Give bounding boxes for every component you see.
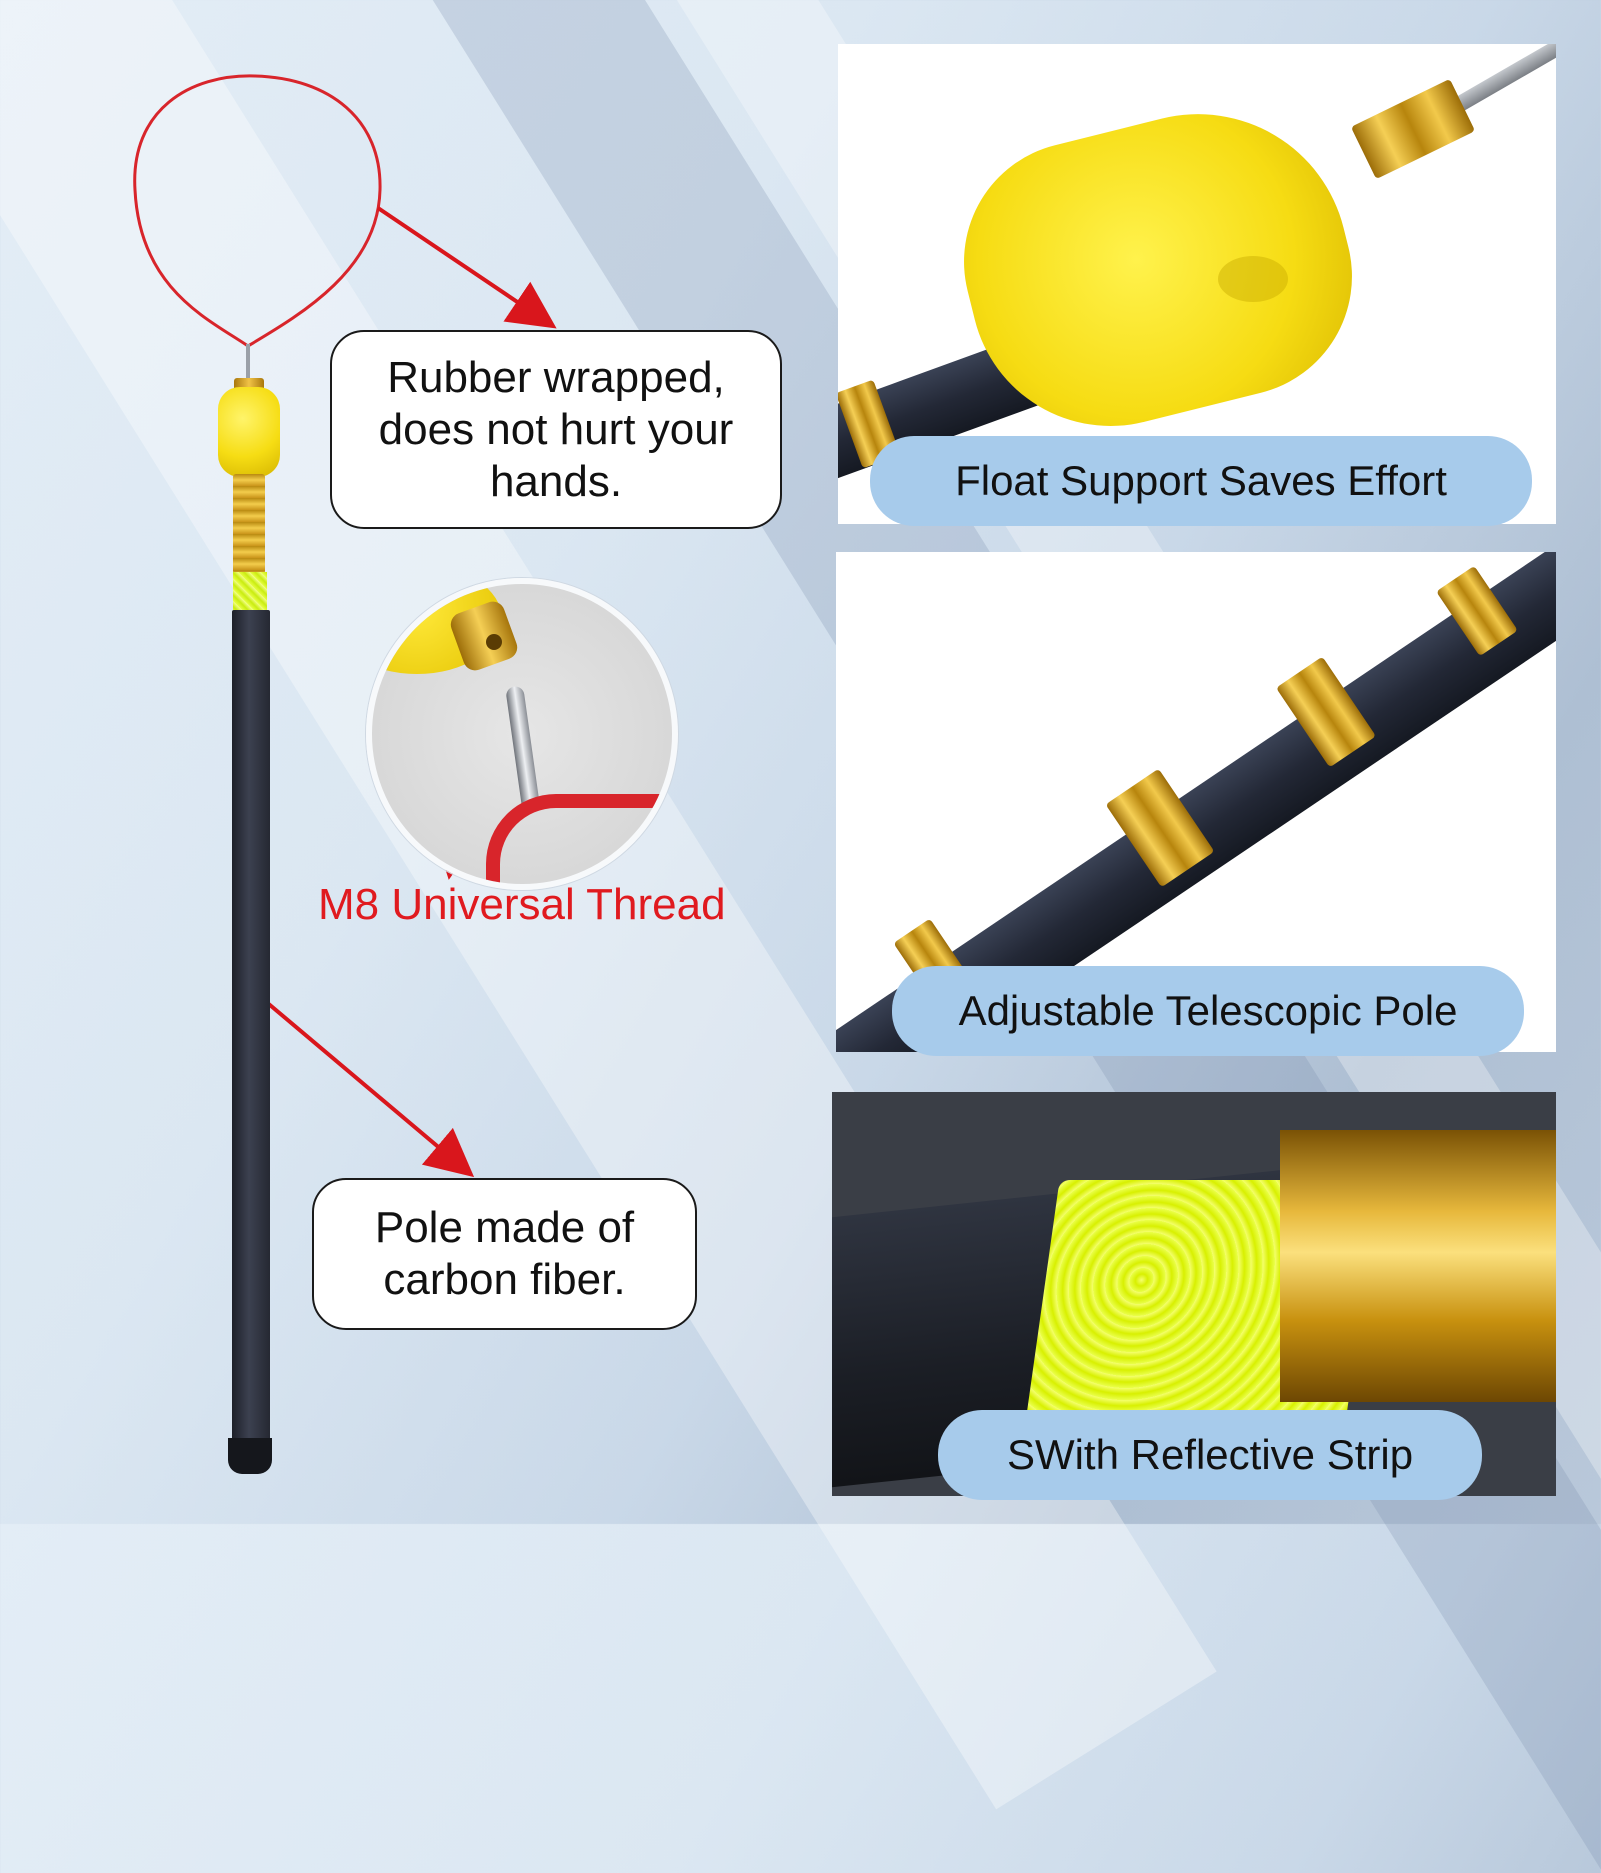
inset-thread-hole (486, 634, 502, 650)
gold-collar (1350, 78, 1476, 180)
arrow-rubber (376, 206, 557, 329)
callout-rubber-wrapped: Rubber wrapped, does not hurt your hands… (330, 330, 782, 529)
gold-sleeve-closeup (1280, 1130, 1556, 1402)
badge-reflective-strip: SWith Reflective Strip (938, 1410, 1482, 1500)
inset-steel-rod (505, 685, 541, 815)
pole-end-cap (228, 1438, 272, 1474)
callout-carbon-text: Pole made of carbon fiber. (374, 1203, 635, 1304)
badge-float-support: Float Support Saves Effort (870, 436, 1532, 526)
thread-label: M8 Universal Thread (318, 880, 726, 929)
callout-carbon-fiber: Pole made of carbon fiber. (312, 1178, 697, 1330)
badge-telescopic-pole: Adjustable Telescopic Pole (892, 966, 1524, 1056)
steel-wire (246, 344, 250, 392)
product-pole-illustration (0, 0, 800, 1524)
thread-detail-inset (366, 578, 678, 890)
noose-loop (133, 74, 382, 348)
callout-rubber-text: Rubber wrapped, does not hurt your hands… (378, 352, 734, 506)
yellow-float (218, 387, 280, 477)
carbon-fiber-pole (232, 610, 270, 1470)
gold-telescopic-section (233, 474, 265, 574)
reflective-strip (233, 572, 267, 612)
inset-red-wire (486, 794, 672, 884)
arrow-carbon (262, 998, 475, 1178)
float-dimple (1218, 256, 1288, 302)
